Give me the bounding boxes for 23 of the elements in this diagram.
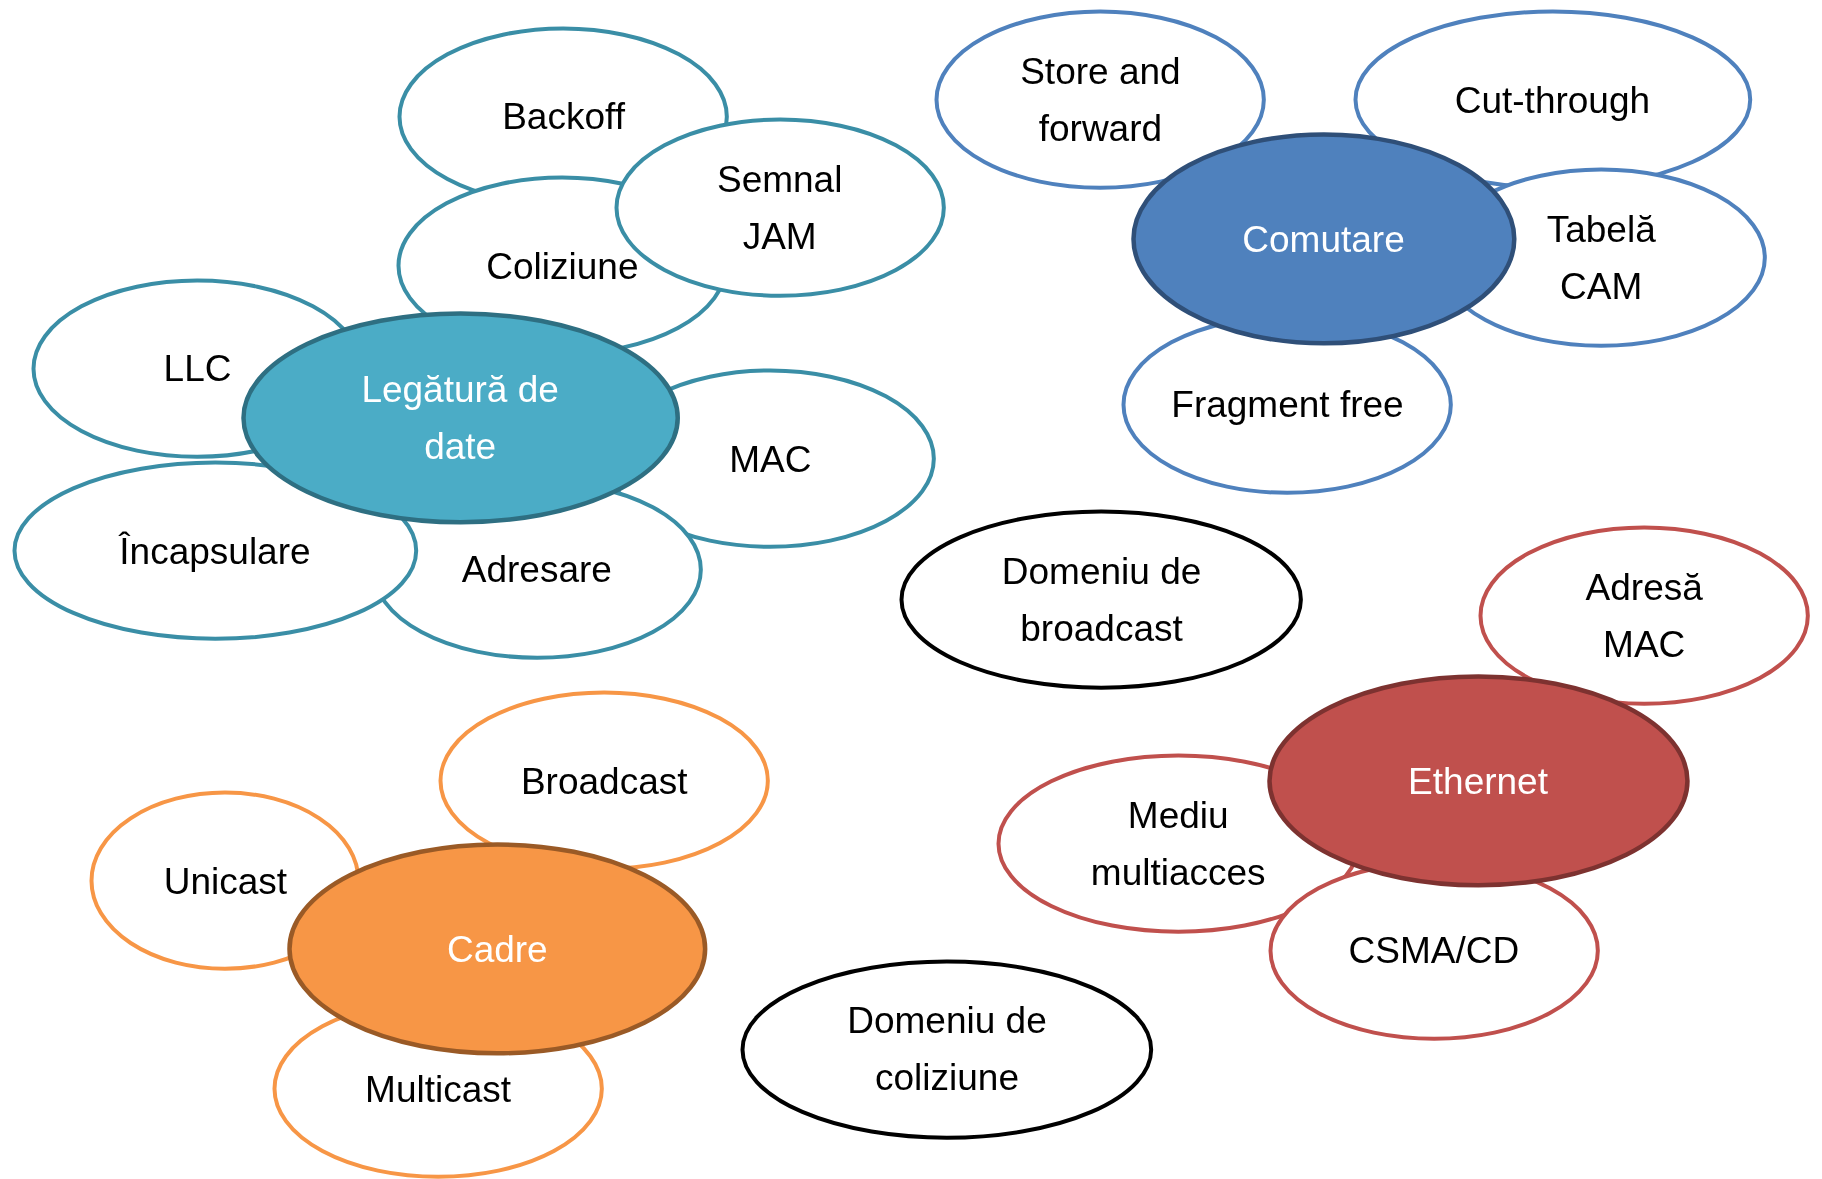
concept-label: Tabelă CAM	[1545, 207, 1657, 309]
concept-label: Semnal JAM	[715, 158, 844, 259]
topic-label: Cadre	[446, 927, 548, 972]
concept-label: Multicast	[365, 1067, 512, 1112]
concept-label: Adresare	[461, 547, 612, 592]
concept-label: Mediu multiacces	[1089, 793, 1267, 895]
concept-label: LLC	[163, 346, 232, 391]
concept-label: Backoff	[502, 94, 625, 139]
concept-label: Adresă MAC	[1584, 565, 1704, 667]
concept-label: Store and forward	[1019, 49, 1182, 151]
concept-label: Broadcast	[520, 759, 688, 804]
concept-label: Cut-through	[1454, 78, 1651, 123]
concept-label: Domeniu de broadcast	[1000, 549, 1203, 651]
concept-label: Unicast	[163, 859, 288, 904]
concept-label: Coliziune	[486, 244, 639, 289]
concept-label: MAC	[729, 437, 812, 482]
concept-label: Fragment free	[1171, 382, 1404, 427]
concept-label: CSMA/CD	[1348, 929, 1520, 973]
concept-label: Domeniu de coliziune	[846, 999, 1048, 1101]
topic-label: Ethernet	[1408, 759, 1548, 804]
concept-label: Încapsulare	[119, 529, 311, 574]
topic-label: Legătură de date	[360, 368, 560, 470]
topic-label: Comutare	[1242, 217, 1405, 262]
